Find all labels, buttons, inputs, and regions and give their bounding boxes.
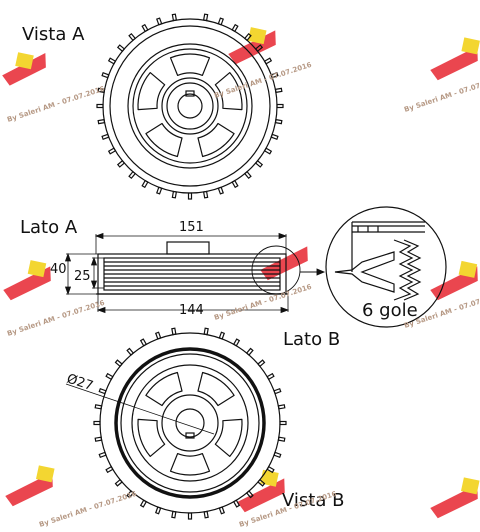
rear-bore xyxy=(175,408,205,438)
watermark-logo-mid-left xyxy=(3,260,51,301)
trigger-tooth xyxy=(279,420,287,426)
watermark-text: By Saleri AM - 07.07.2016 xyxy=(213,61,313,100)
side-poly-v-ribs xyxy=(104,261,280,287)
trigger-tooth xyxy=(187,192,193,200)
rear-trigger-teeth xyxy=(93,327,287,520)
trigger-tooth xyxy=(187,512,193,520)
watermark-logo-bottom-left xyxy=(5,465,55,507)
watermark-logos xyxy=(2,27,480,519)
detail-v-groove-profile xyxy=(334,251,395,293)
rear-damper-ring-outer xyxy=(114,347,266,499)
spoke-slot xyxy=(214,418,243,457)
trigger-tooth xyxy=(276,103,284,109)
detail-groove-teeth xyxy=(393,239,414,301)
spoke-slot xyxy=(145,371,183,407)
pulley-hub-inner xyxy=(166,82,214,130)
trigger-tooth xyxy=(96,103,104,109)
side-view-a xyxy=(96,241,288,295)
pulley-web-ring xyxy=(127,43,253,169)
detail-groove-teeth-right xyxy=(403,239,422,301)
detail-groove-count: 6 gole xyxy=(362,300,418,321)
view-label-lato-b: Lato B xyxy=(283,329,340,350)
view-label-vista-b: Vista B xyxy=(282,490,344,511)
watermark-text: By Saleri AM - 07.07.2016 xyxy=(6,299,106,338)
watermark-logo-top-left xyxy=(2,52,46,86)
spoke-slot xyxy=(214,72,243,111)
watermark-logo-top-right xyxy=(430,37,480,81)
spoke-slot xyxy=(197,371,235,407)
pulley-spoke-slots xyxy=(137,53,243,158)
detail-callout-circle xyxy=(251,245,301,295)
dimension-overall-width: 151 xyxy=(179,220,204,235)
dimension-body-width: 144 xyxy=(179,303,204,318)
rear-spoke-slots xyxy=(137,371,243,476)
rear-web-ring xyxy=(131,364,249,482)
view-label-lato-a: Lato A xyxy=(20,217,78,238)
pulley-outer-rim xyxy=(102,18,278,194)
rear-keyway xyxy=(185,432,195,439)
spoke-slot xyxy=(137,418,166,457)
bore-diameter-leader xyxy=(65,383,215,435)
watermark-text: By Saleri AM - 07.07.2016 xyxy=(403,75,480,114)
watermark-logo-mid-center xyxy=(260,246,308,281)
spoke-slot xyxy=(137,72,166,111)
front-view-a xyxy=(96,13,284,200)
detail-callout xyxy=(251,245,326,295)
side-dimension-lines xyxy=(64,232,290,314)
spoke-slot xyxy=(169,53,211,76)
rear-damper-ring-inner xyxy=(120,353,260,493)
watermark-logo-bottom-right xyxy=(430,477,480,519)
pulley-keyway xyxy=(185,90,195,97)
pulley-bore xyxy=(177,93,203,119)
rear-hub xyxy=(161,394,219,452)
watermark-text: By Saleri AM - 07.07.2016 xyxy=(213,283,313,322)
dimension-bore-diameter: Ø27 xyxy=(65,372,95,395)
dimension-outer-height: 40 xyxy=(50,262,67,277)
rear-view-b xyxy=(65,327,287,520)
trigger-tooth xyxy=(93,420,101,426)
pulley-inner-rim xyxy=(109,25,271,187)
watermark-logo-top-center xyxy=(228,27,276,65)
pulley-web-ring-inner xyxy=(132,48,248,164)
rear-outer-rim xyxy=(99,332,281,514)
spoke-slot xyxy=(197,122,235,158)
groove-detail-view xyxy=(325,206,447,328)
watermark-text: By Saleri AM - 07.07.2016 xyxy=(38,490,138,527)
spoke-slot xyxy=(145,122,183,158)
watermark-logo-mid-right xyxy=(430,260,478,301)
detail-view-circle xyxy=(325,206,447,328)
spoke-slot xyxy=(169,453,211,476)
pulley-hub xyxy=(161,77,219,135)
view-label-vista-a: Vista A xyxy=(22,24,85,45)
watermark-text: By Saleri AM - 07.07.2016 xyxy=(6,85,106,124)
dimension-inner-height: 25 xyxy=(74,269,91,284)
side-hub-boss xyxy=(166,241,210,255)
